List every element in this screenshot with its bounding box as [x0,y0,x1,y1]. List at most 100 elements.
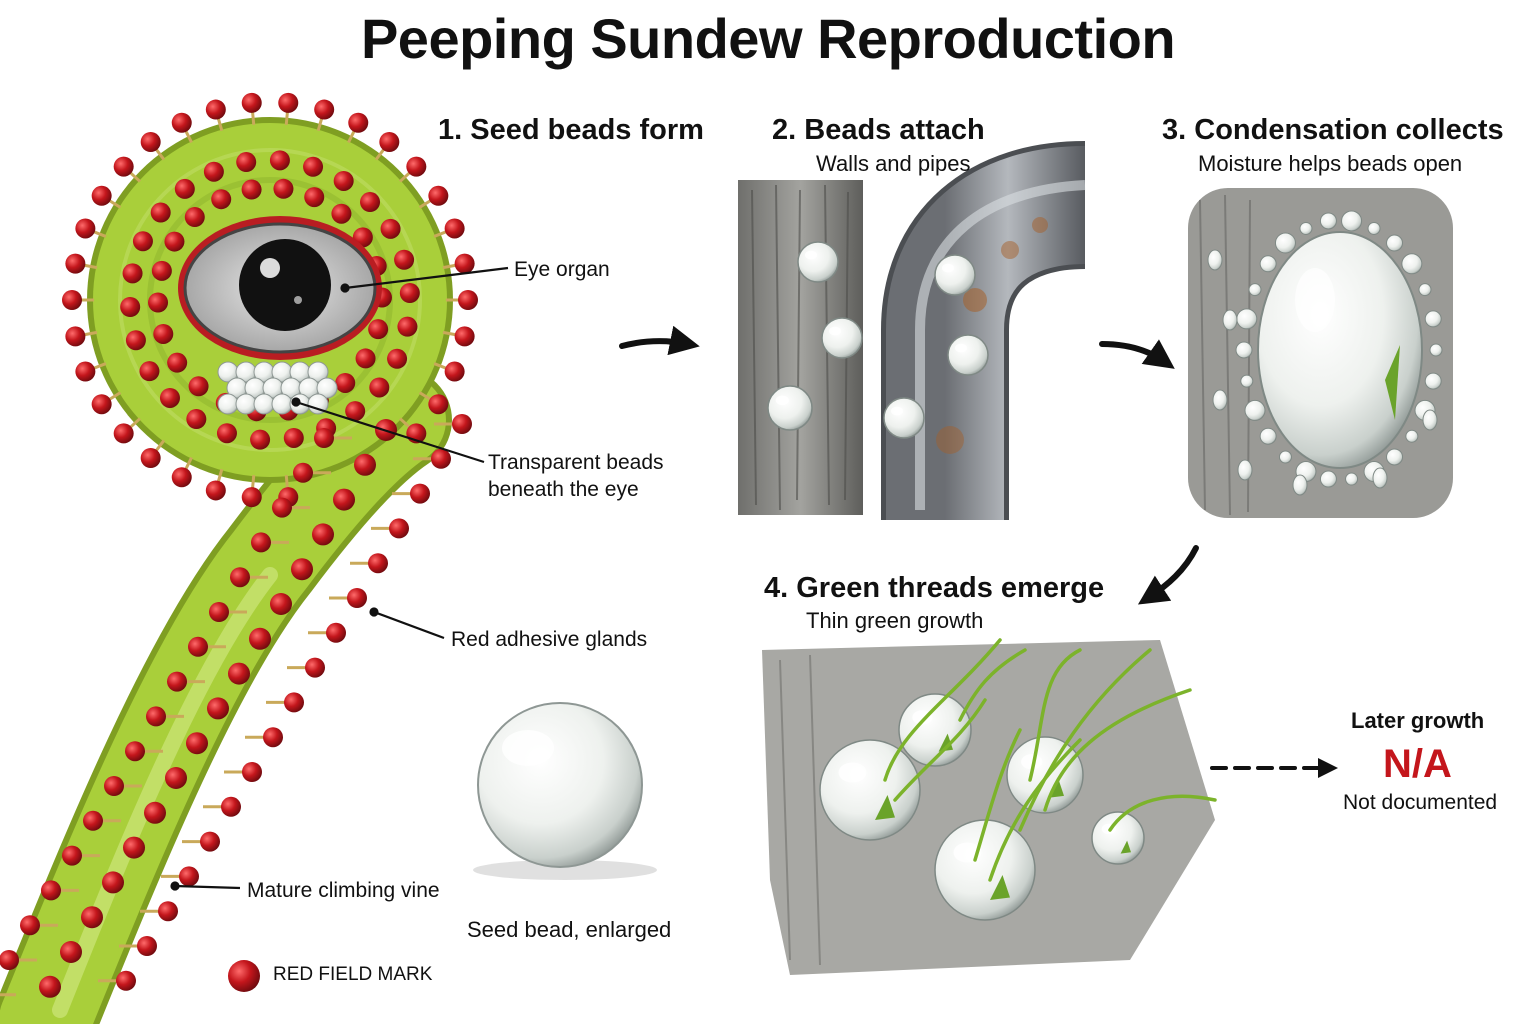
water-droplet [1372,467,1388,489]
step-1-title: 1. Seed beads form [438,114,704,146]
transparent-bead [271,393,293,415]
transparent-bead [253,393,275,415]
water-droplet [1341,210,1363,232]
red-gland [137,936,157,956]
seed-bead [883,397,925,439]
red-gland [387,348,408,369]
red-gland [60,941,82,963]
seed-bead [821,317,863,359]
red-gland [75,361,96,382]
seed-bead-enlarged [473,702,657,880]
red-gland [188,376,209,397]
red-gland [113,156,134,177]
red-gland [205,480,226,501]
bead-highlight [838,762,867,783]
bead-highlight [829,326,841,336]
transparent-beads-cluster [217,361,338,415]
red-gland [65,253,86,274]
red-gland [305,657,325,678]
red-gland [203,161,224,182]
water-droplet [1319,212,1337,230]
red-gland [146,706,166,727]
red-gland [179,866,199,887]
red-gland [221,796,241,817]
condensation-panel [1188,188,1453,518]
callout-leaders [170,266,509,891]
red-gland [379,131,400,152]
red-gland [91,185,112,206]
transparent-bead [217,393,239,415]
red-gland [273,178,294,199]
bead-highlight [942,263,954,273]
attached-seed-beads [767,241,989,439]
red-gland [452,414,472,434]
transparent-bead [316,377,338,399]
water-droplet [1319,470,1337,488]
seed-bead [767,385,813,431]
red-gland [139,361,160,382]
red-gland [123,836,145,859]
red-gland [230,567,250,588]
callout-eye-organ: Eye organ [514,258,610,281]
red-gland [314,428,334,448]
red-gland [428,394,449,415]
water-droplet [1244,399,1266,421]
red-gland [116,970,136,991]
red-gland [368,553,388,574]
red-gland [241,179,262,200]
seed-bead [797,241,839,283]
red-gland [186,409,207,430]
red-gland [228,662,250,685]
red-gland [158,901,178,922]
water-droplet [1212,389,1228,411]
red-gland [410,483,430,504]
water-droplet [1367,221,1381,235]
water-droplet [1236,308,1258,330]
red-gland [250,429,271,450]
red-gland [333,488,355,511]
callout-red-glands: Red adhesive glands [451,628,648,651]
red-gland [303,156,324,177]
red-gland [454,326,475,347]
sprout-leaf [875,795,895,820]
red-gland [314,99,335,120]
sprout-leaf [990,875,1010,900]
red-gland [81,906,103,929]
flow-arrows [619,325,1338,778]
bead-highlight [805,250,817,260]
red-gland [399,283,420,304]
water-droplet [1429,343,1443,357]
red-gland [148,292,169,313]
water-droplet [1386,448,1404,466]
red-gland [150,202,171,223]
step-3-subtitle: Moisture helps beads open [1198,151,1463,176]
water-droplet [1345,472,1359,486]
legend-label: RED FIELD MARK [273,964,433,985]
red-gland [159,387,180,408]
red-gland [165,767,187,789]
bead-highlight [775,395,789,406]
red-gland [140,131,161,152]
water-droplet [1418,283,1432,297]
bead-highlight [891,406,903,416]
red-gland [348,112,369,133]
red-gland [272,497,292,518]
red-gland [278,92,299,113]
red-gland [167,352,188,373]
pipe-texture [881,141,1087,520]
callout-transparent-beads: Transparent beads beneath the eye [488,451,664,501]
callout-climbing-vine: Mature climbing vine [247,879,440,902]
red-gland [62,845,82,866]
water-droplet [1237,459,1253,481]
red-gland [293,462,313,483]
red-gland [62,290,82,310]
transparent-bead [235,393,257,415]
red-gland [291,558,313,581]
red-gland [241,487,262,508]
water-droplet [1424,372,1442,390]
transparent-bead [307,361,329,383]
red-gland [83,810,103,831]
red-gland [122,263,143,284]
red-gland [211,189,232,210]
